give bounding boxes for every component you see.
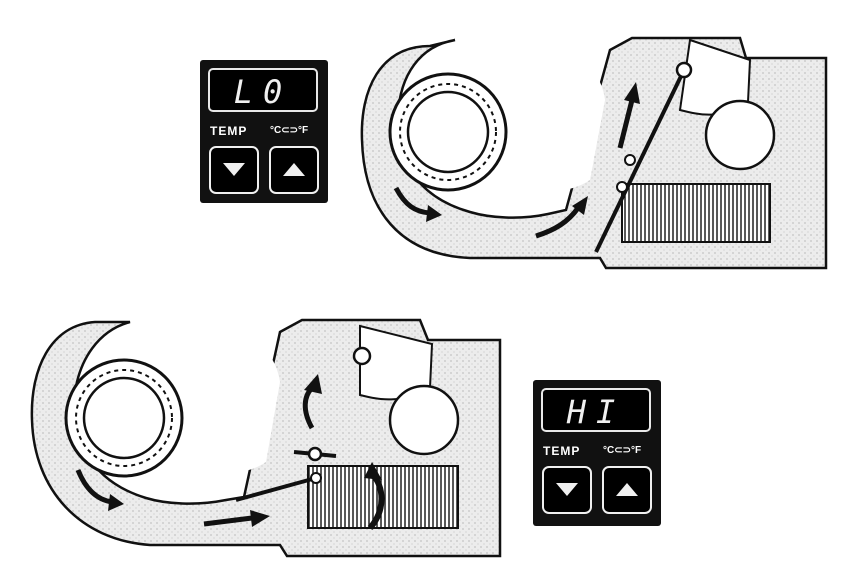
triangle-up-icon <box>616 483 638 496</box>
unit-toggle-label[interactable]: °C⊂⊃°F <box>603 445 642 456</box>
temp-display-hi: HI <box>541 388 651 432</box>
hi-airflow-arrow-2 <box>203 515 253 527</box>
lo-airflow-arrow-2 <box>535 206 581 239</box>
temp-label: TEMP <box>543 444 581 458</box>
lo-heater-core <box>621 183 771 243</box>
temp-down-button[interactable] <box>209 146 259 194</box>
temp-display-lo: L0 <box>208 68 318 112</box>
lo-airflow-arrow-1 <box>393 186 431 216</box>
temp-down-button[interactable] <box>542 466 592 514</box>
triangle-up-icon <box>283 163 305 176</box>
temp-label: TEMP <box>210 124 248 138</box>
hi-blend-door <box>235 476 317 502</box>
lo-mode-unit <box>360 36 828 270</box>
control-panel-hi: HI TEMP °C⊂⊃°F <box>533 380 661 526</box>
lo-airflow-arrow-3 <box>617 99 635 149</box>
hi-mode-unit <box>30 318 502 558</box>
lo-blend-door <box>594 69 686 253</box>
temp-up-button[interactable] <box>602 466 652 514</box>
hi-airflow-arrow-1 <box>75 469 113 505</box>
control-panel-lo: L0 TEMP °C⊂⊃°F <box>200 60 328 203</box>
triangle-down-icon <box>556 483 578 496</box>
triangle-down-icon <box>223 163 245 176</box>
unit-toggle-label[interactable]: °C⊂⊃°F <box>270 125 309 136</box>
temp-up-button[interactable] <box>269 146 319 194</box>
